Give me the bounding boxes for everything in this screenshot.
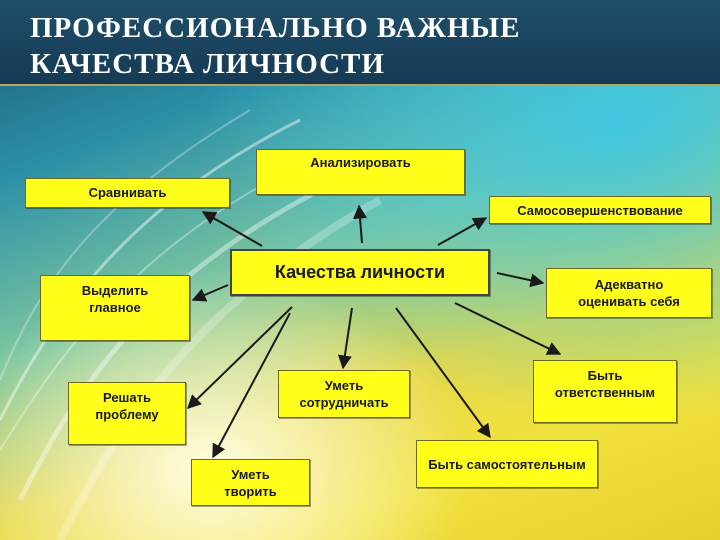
quality-box-solve: Решать проблему [68, 382, 186, 445]
quality-label-responsible: Быть ответственным [554, 368, 656, 400]
quality-box-analyze: Анализировать [256, 149, 465, 195]
center-node: Качества личности [230, 249, 490, 296]
quality-box-main-point: Выделить главное [40, 275, 190, 341]
arrow-create [212, 312, 291, 459]
arrow-self-improvement [437, 217, 488, 246]
quality-box-compare: Сравнивать [25, 178, 230, 208]
arrow-independent [395, 307, 491, 439]
arrow-analyze [353, 204, 367, 244]
quality-box-self-improvement: Самосовершенствование [489, 196, 711, 224]
arrow-compare [201, 211, 263, 247]
arrow-main-point [191, 284, 229, 302]
quality-label-independent: Быть самостоятельным [428, 456, 586, 472]
arrow-cooperate [337, 307, 353, 370]
title-bar [0, 0, 720, 84]
arrow-solve [186, 306, 293, 409]
quality-label-create: Уметь творить [224, 466, 277, 499]
quality-label-analyze: Анализировать [310, 155, 411, 170]
quality-label-self-improvement: Самосовершенствование [517, 202, 683, 218]
quality-box-create: Уметь творить [191, 459, 310, 506]
quality-box-independent: Быть самостоятельным [416, 440, 598, 488]
quality-label-adequate: Адекватно оценивать себя [578, 277, 680, 309]
quality-box-cooperate: Уметь сотрудничать [278, 370, 410, 418]
quality-label-cooperate: Уметь сотрудничать [299, 378, 389, 410]
arrow-responsible [454, 302, 562, 355]
slide-title: ПРОФЕССИОНАЛЬНО ВАЖНЫЕ КАЧЕСТВА ЛИЧНОСТИ [30, 12, 521, 80]
quality-label-compare: Сравнивать [88, 185, 167, 200]
quality-box-adequate: Адекватно оценивать себя [546, 268, 712, 318]
center-node-label: Качества личности [274, 262, 446, 282]
arrow-adequate [496, 272, 545, 288]
quality-label-main-point: Выделить главное [81, 283, 149, 315]
title-underline [0, 84, 720, 86]
quality-box-responsible: Быть ответственным [533, 360, 677, 423]
quality-label-solve: Решать проблему [95, 390, 159, 422]
